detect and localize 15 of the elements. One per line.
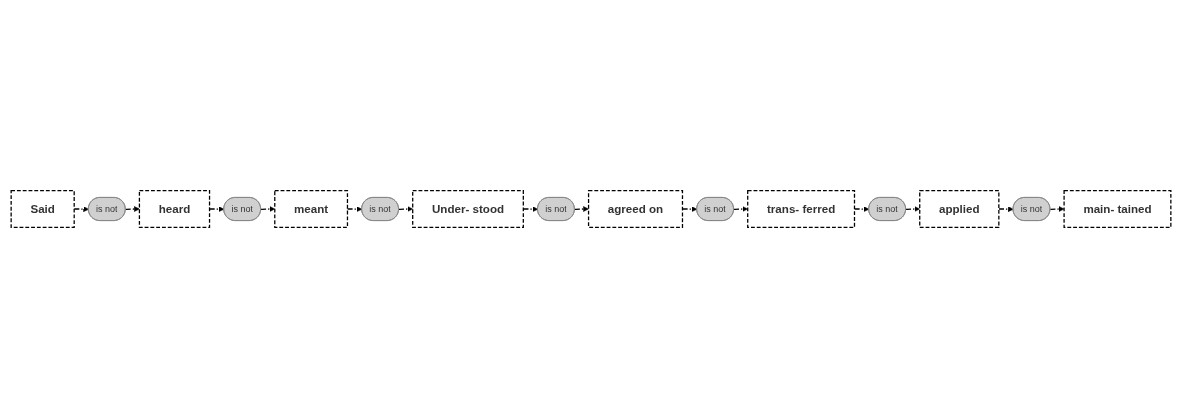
node-box: main- tained bbox=[1063, 190, 1172, 228]
node-box: meant bbox=[274, 190, 349, 228]
arrow bbox=[1049, 206, 1065, 212]
arrow bbox=[398, 206, 413, 212]
node-box: Under- stood bbox=[412, 190, 524, 228]
node-box: applied bbox=[919, 190, 1000, 228]
arrow bbox=[998, 206, 1014, 212]
arrow bbox=[905, 206, 920, 212]
node-box: Said bbox=[10, 190, 75, 228]
arrow bbox=[124, 206, 140, 212]
node-box: heard bbox=[138, 190, 211, 228]
arrow bbox=[574, 206, 589, 212]
arrow bbox=[733, 206, 748, 212]
node-box: trans- ferred bbox=[747, 190, 856, 228]
node-box: agreed on bbox=[587, 190, 684, 228]
